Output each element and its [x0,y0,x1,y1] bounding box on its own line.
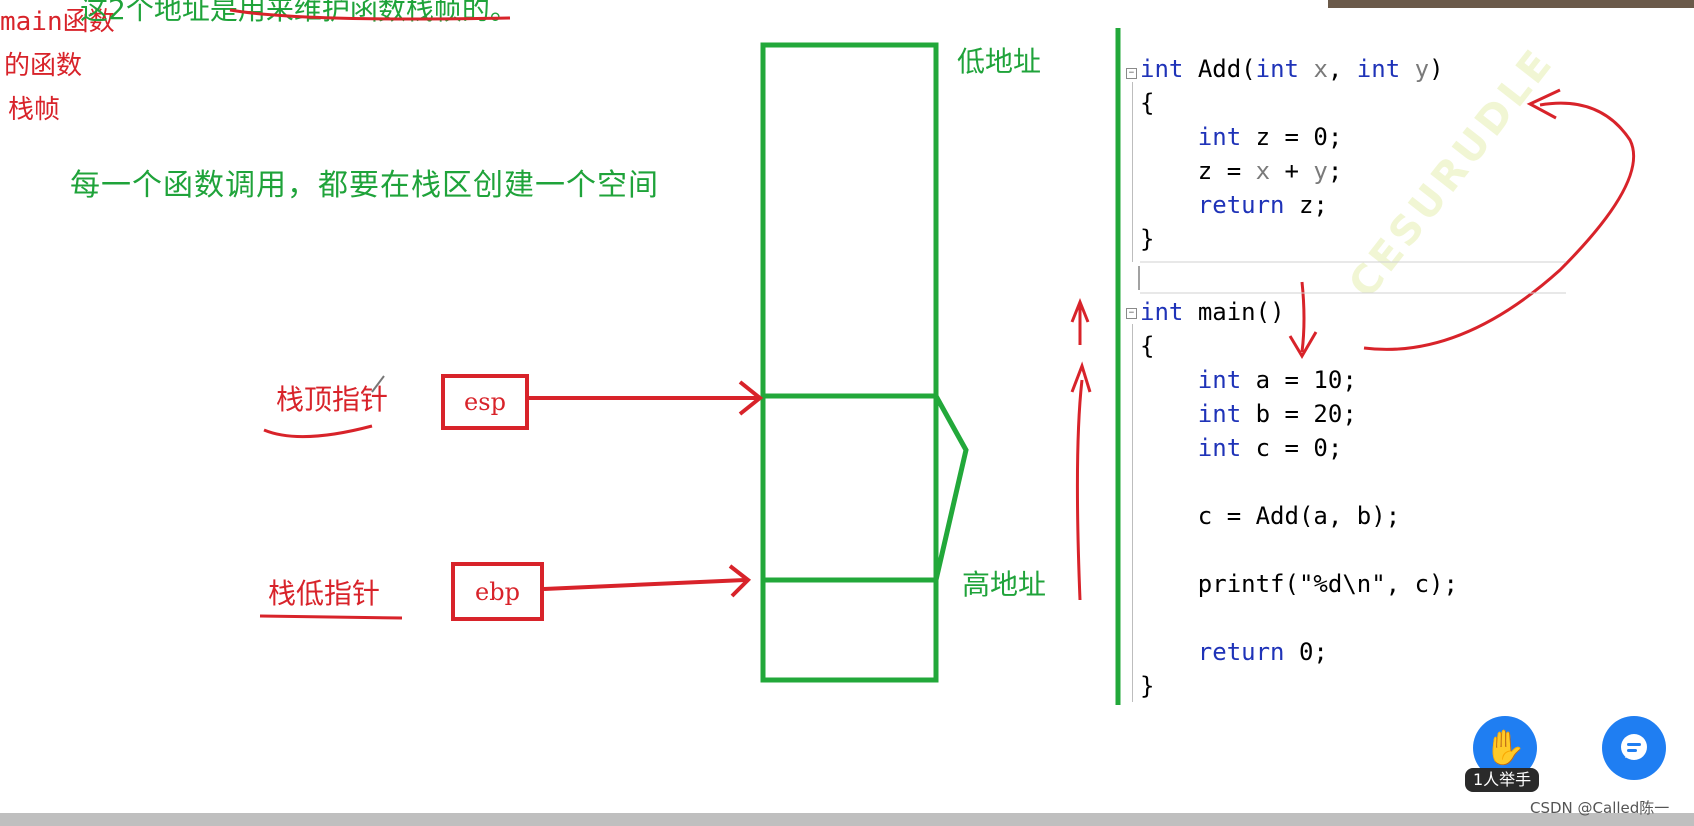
frame-bracket [933,394,969,581]
webcam-preview [1328,0,1694,8]
esp-box: esp [441,374,529,430]
low-address-label: 低地址 [957,45,1042,78]
code-line: } [1140,225,1155,253]
up-arrow [1075,379,1084,601]
stack-bottom-pointer-label: 栈低指针 [268,577,381,610]
code-line: return z; [1197,191,1328,219]
player-progress-bar[interactable] [0,813,1694,826]
high-address-label: 高地址 [962,568,1047,601]
label-underline [263,424,373,439]
stack-top-pointer-label: 栈顶指针 [276,383,389,416]
frame-label-line: main函数 [0,7,115,37]
stack-column [760,42,939,683]
hand-icon: ✋ [1483,728,1527,768]
frame-label-line: 的函数 [4,51,83,81]
code-line: int z = 0; [1197,123,1343,151]
chat-icon [1621,734,1647,760]
code-line: int Add(int x, int y) [1140,55,1444,83]
fold-toggle-icon[interactable]: − [1126,308,1137,319]
chat-button[interactable] [1602,716,1666,780]
code-line: c = Add(a, b); [1197,502,1401,530]
top-note: 这2个地址是用来维护函数栈帧的。 [80,0,518,26]
note-text: 每一个函数调用，都要在栈区创建一个空间 [70,168,659,203]
code-line: int c = 0; [1197,434,1343,462]
hands-raised-badge: 1人举手 [1465,768,1540,792]
code-line: } [1140,672,1155,700]
ebp-arrow [543,578,746,591]
fold-guide [1132,324,1133,702]
code-line: return 0; [1197,638,1328,666]
fold-guide [1132,82,1133,262]
label-underline [259,614,403,620]
underline-mark [229,8,511,21]
frame-label-line: 栈帧 [8,95,61,125]
code-line: int a = 10; [1197,366,1357,394]
code-line: printf("%d\n", c); [1197,570,1458,598]
pen-cursor-icon [371,375,385,393]
code-line: { [1140,89,1155,117]
ebp-box: ebp [451,562,544,621]
code-line: z = x + y; [1197,157,1343,185]
credit-text: CSDN @Called陈一 [1530,799,1670,817]
fold-toggle-icon[interactable]: − [1126,68,1137,79]
call-arrow [1363,101,1636,351]
code-line: int main() [1140,298,1285,326]
down-arrow [1300,281,1306,353]
code-line: { [1140,332,1155,360]
code-line: int b = 20; [1197,400,1357,428]
esp-label: esp [464,388,506,416]
ebp-label: ebp [475,577,520,606]
main-frame-label: main函数 的函数 栈帧 [0,0,1694,132]
